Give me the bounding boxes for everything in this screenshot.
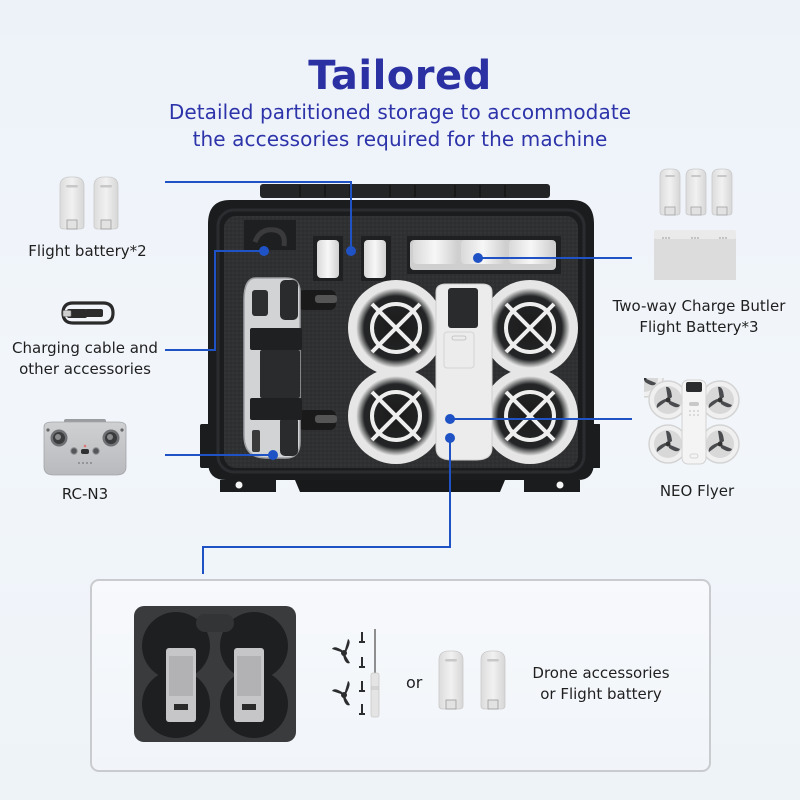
callout-line-flight-battery [165, 181, 352, 250]
callout-dot-bottom-panel [445, 433, 455, 443]
charging-cable-label: Charging cable and other accessories [0, 338, 170, 380]
subtitle-line-1: Detailed partitioned storage to accommod… [168, 100, 632, 124]
charge-butler-label-line-1: Two-way Charge Butler [612, 297, 786, 315]
drone-icon [644, 378, 744, 468]
neo-flyer-label: NEO Flyer [659, 482, 735, 500]
charge-butler-label-line-2: Flight Battery*3 [639, 318, 759, 336]
panel-description-line-1: Drone accessories [532, 664, 670, 682]
charging-cable-label-line-1: Charging cable and [12, 339, 158, 357]
panel-description-line-2: or Flight battery [540, 685, 662, 703]
or-separator: or [406, 673, 423, 692]
charging-hub-icon [654, 168, 738, 280]
callout-dot-charging-cable [259, 246, 269, 256]
callout-dot-neo [445, 414, 455, 424]
callout-dot-flight-battery [346, 246, 356, 256]
page-title: Tailored [308, 53, 492, 99]
callout-line-charging-cable [165, 250, 263, 351]
carrying-case [200, 180, 600, 500]
flight-battery-icon [58, 176, 120, 234]
charge-butler-label: Two-way Charge Butler Flight Battery*3 [594, 296, 800, 338]
propellers-screws-screwdriver-icon [328, 627, 386, 719]
rc-n3-label: RC-N3 [61, 485, 109, 503]
page-subtitle: Detailed partitioned storage to accommod… [0, 99, 800, 153]
callout-line-bottom-panel [202, 438, 451, 574]
subtitle-line-2: the accessories required for the machine [192, 127, 608, 151]
flight-battery-label: Flight battery*2 [28, 242, 147, 260]
panel-description: Drone accessories or Flight battery [518, 663, 684, 705]
foam-insert-icon [134, 606, 296, 742]
remote-controller-icon [40, 417, 130, 479]
charging-cable-label-line-2: other accessories [19, 360, 151, 378]
callout-dot-charge-butler [473, 253, 483, 263]
usb-cable-icon [59, 299, 117, 327]
panel-flight-battery-icon [437, 650, 509, 712]
callout-dot-rc [268, 450, 278, 460]
